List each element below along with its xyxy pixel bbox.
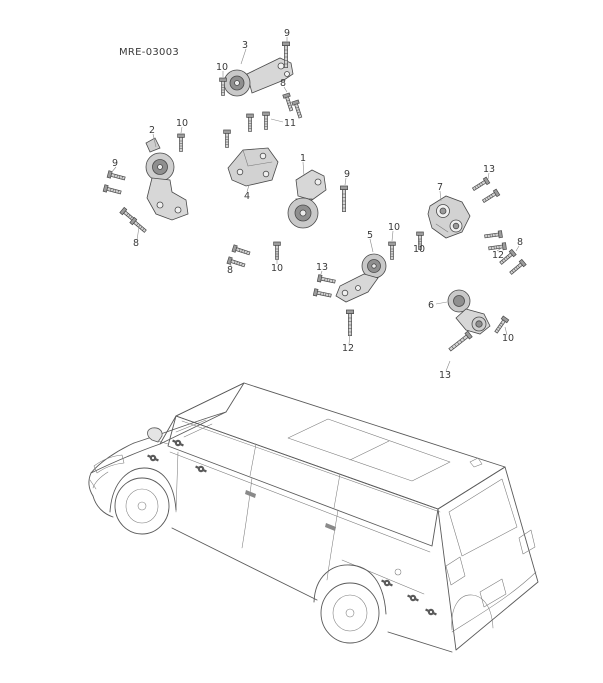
diagram-code: MRE-03003 <box>119 47 179 58</box>
callout-12-a: 12 <box>342 343 354 354</box>
callout-10-f: 10 <box>502 333 514 344</box>
bolt-12-drawing <box>346 309 354 336</box>
callout-9-a: 9 <box>284 28 290 39</box>
part-4-drawing <box>227 147 279 187</box>
callout-10-b: 10 <box>176 118 188 129</box>
mount-location-marker <box>425 608 437 616</box>
callout-11: 11 <box>284 118 296 129</box>
bolt-9-drawing <box>106 170 127 183</box>
bolt-11-drawing <box>262 111 270 130</box>
bolt-8-drawing <box>231 244 251 257</box>
callout-10-a: 10 <box>216 62 228 73</box>
bolt-13-drawing <box>312 288 333 300</box>
bolt-12-drawing <box>483 230 503 241</box>
callout-1: 1 <box>300 153 306 164</box>
part-7-drawing <box>427 195 471 239</box>
bolt-9-drawing <box>102 184 123 197</box>
callout-13-a: 13 <box>316 262 328 273</box>
bolt-8-drawing <box>129 217 148 235</box>
bolt-13-drawing <box>481 188 501 205</box>
part-1-drawing <box>287 169 327 229</box>
mount-location-marker <box>407 594 419 602</box>
callout-9-b: 9 <box>112 158 118 169</box>
callout-5: 5 <box>367 230 373 241</box>
callout-3: 3 <box>242 40 248 51</box>
bolt-11-drawing <box>223 129 231 148</box>
callout-12-b: 12 <box>492 250 504 261</box>
bolt-10-drawing <box>388 241 396 260</box>
callout-7: 7 <box>437 182 443 193</box>
callout-8-b: 8 <box>133 238 139 249</box>
bolt-13-drawing <box>471 176 491 193</box>
bolt-13-drawing <box>447 330 473 353</box>
callout-13-c: 13 <box>439 370 451 381</box>
callout-8-a: 8 <box>280 78 286 89</box>
mount-location-marker <box>195 465 207 473</box>
callout-4: 4 <box>244 191 250 202</box>
bolt-10-drawing <box>492 315 510 335</box>
part-3-drawing <box>223 57 294 97</box>
bolt-8-drawing <box>291 99 304 119</box>
callout-10-e: 10 <box>413 244 425 255</box>
bolt-10-drawing <box>177 133 185 152</box>
callout-9-c: 9 <box>344 169 350 180</box>
callout-8-d: 8 <box>517 237 523 248</box>
mount-location-marker <box>147 454 159 462</box>
part-6-drawing <box>447 289 491 335</box>
callout-2: 2 <box>149 125 155 136</box>
part-5-drawing <box>335 253 387 303</box>
callout-10-d: 10 <box>388 222 400 233</box>
mount-location-marker <box>172 439 184 447</box>
bolt-11-drawing <box>246 113 254 132</box>
callout-6: 6 <box>428 300 434 311</box>
leader-lines <box>110 37 520 372</box>
part-2-drawing <box>145 137 189 221</box>
callout-13-b: 13 <box>483 164 495 175</box>
vehicle-drawing <box>88 382 539 653</box>
callout-labels: 3 9 10 8 11 2 10 9 8 4 1 9 8 10 5 10 13 … <box>112 28 523 381</box>
callout-10-c: 10 <box>271 263 283 274</box>
callout-8-c: 8 <box>227 265 233 276</box>
bolt-8-drawing <box>508 259 527 277</box>
bolt-9-drawing <box>340 185 348 212</box>
